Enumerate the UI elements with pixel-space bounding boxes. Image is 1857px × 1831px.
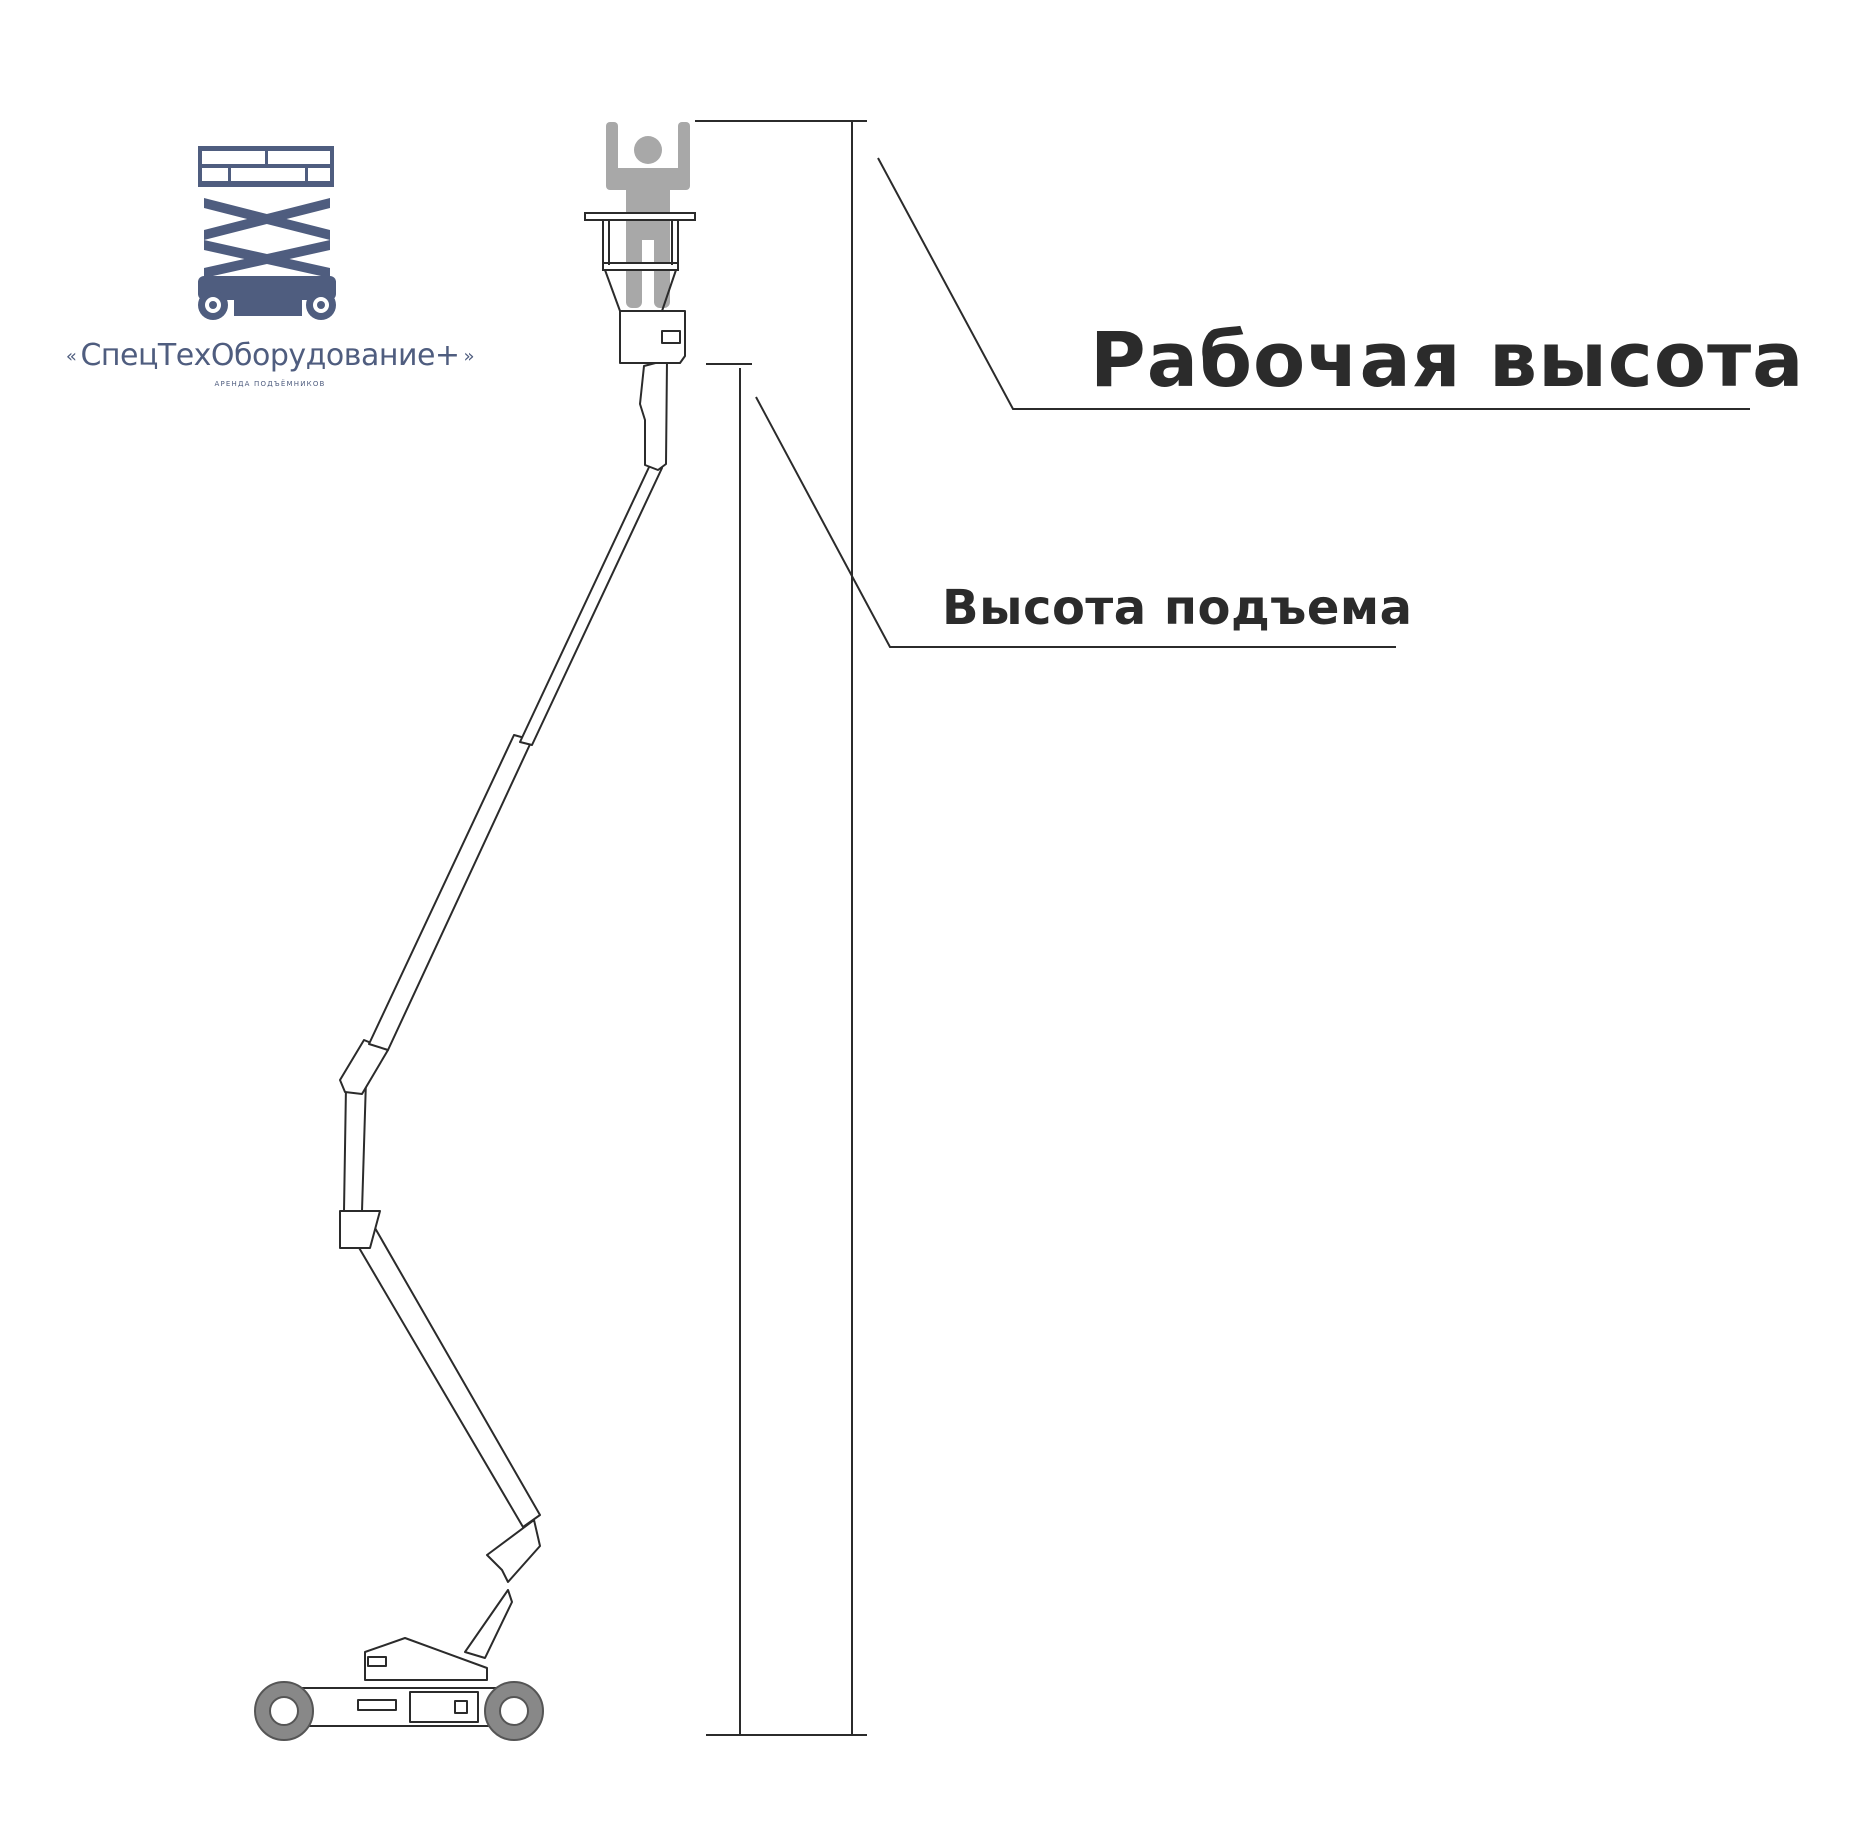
logo-quote-close: » bbox=[463, 346, 475, 367]
middle-boom bbox=[357, 1227, 541, 1528]
logo-quote-open: « bbox=[65, 346, 77, 367]
lift-chassis bbox=[267, 1637, 521, 1727]
platform-connector bbox=[619, 310, 686, 364]
logo-name-text: СпецТехОборудование+ bbox=[80, 338, 460, 373]
scissor-lift-icon bbox=[198, 146, 336, 320]
logo-name: «СпецТехОборудование+» bbox=[40, 338, 500, 373]
lift-height-leader bbox=[755, 396, 1396, 648]
working-height-label: Рабочая высота bbox=[1090, 315, 1805, 404]
dimension-lines bbox=[695, 120, 1750, 1736]
boom-head bbox=[639, 359, 668, 471]
lift-height-label: Высота подъема bbox=[942, 580, 1413, 636]
jib-section bbox=[343, 1079, 367, 1212]
lower-boom bbox=[464, 1589, 513, 1659]
upper-knuckle bbox=[339, 1039, 389, 1095]
boom-lift-drawing bbox=[254, 310, 686, 1741]
upper-boom-upper bbox=[519, 464, 663, 746]
lift-wheel-front bbox=[484, 1681, 544, 1741]
upper-boom-lower bbox=[368, 734, 533, 1051]
lift-wheel-rear bbox=[254, 1681, 314, 1741]
lower-knuckle bbox=[486, 1519, 541, 1583]
logo-tagline: аренда подъёмников bbox=[214, 380, 326, 388]
middle-knuckle bbox=[339, 1210, 381, 1249]
operator-icon bbox=[606, 122, 690, 308]
working-height-leader bbox=[877, 157, 1750, 410]
work-basket bbox=[584, 212, 696, 312]
